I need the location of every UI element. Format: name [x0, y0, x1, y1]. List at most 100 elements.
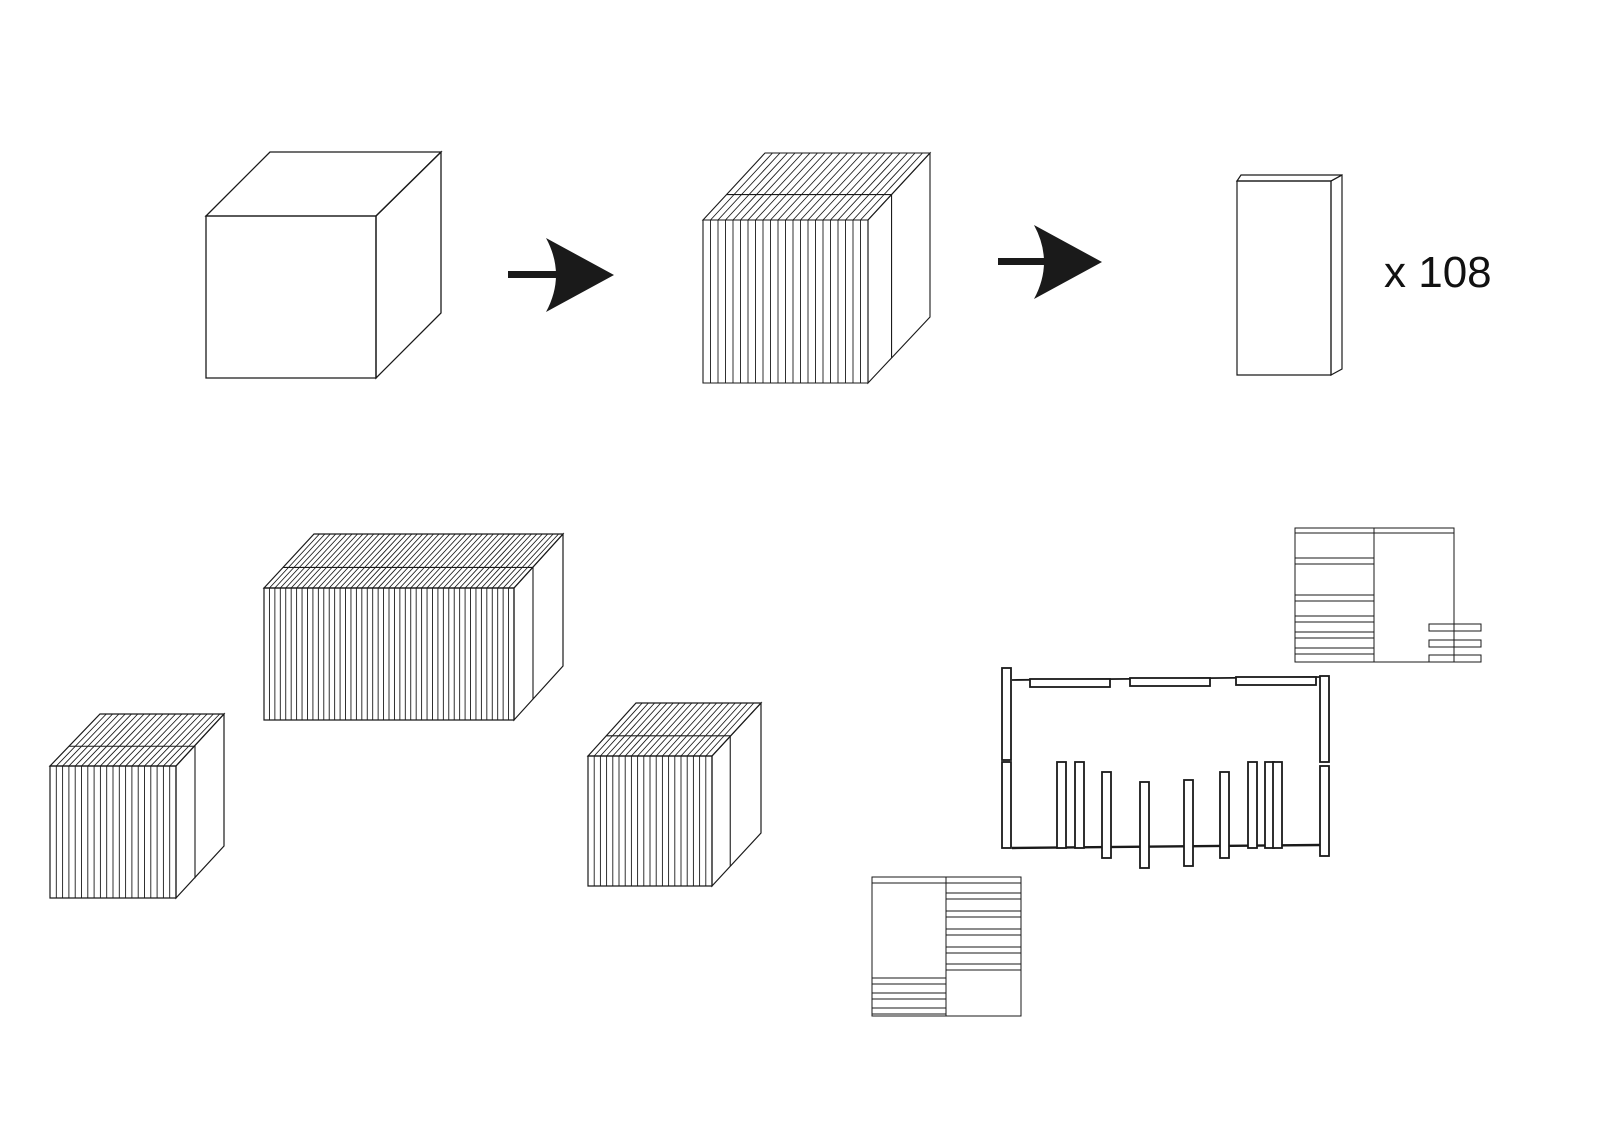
slice-line	[830, 152, 893, 221]
slice-line	[662, 702, 711, 757]
slice-line	[93, 713, 145, 767]
slice-line	[852, 152, 916, 221]
slice-line	[106, 713, 158, 767]
stacked-slab-block-right	[586, 701, 763, 888]
slice-line	[464, 533, 516, 589]
single-slab	[1235, 173, 1343, 377]
stacked-slab-block-left	[48, 712, 226, 900]
slice-line	[497, 533, 549, 589]
slice-line	[680, 702, 730, 757]
slice-line	[726, 193, 893, 358]
slice-line	[345, 533, 396, 589]
slice-line	[81, 713, 132, 767]
slice-line	[860, 152, 923, 221]
slice-line	[100, 713, 151, 767]
slice-line	[394, 533, 445, 589]
slice-line	[112, 713, 164, 767]
slice-line	[163, 713, 214, 767]
slice-line	[593, 702, 643, 757]
quantity-label: x 108	[1384, 248, 1492, 297]
slice-line	[269, 533, 320, 589]
slice-line	[350, 533, 402, 589]
slice-line	[837, 152, 901, 221]
slice-line	[600, 702, 649, 757]
slice-line	[807, 152, 871, 221]
slice-line	[62, 713, 113, 767]
slice-line	[334, 533, 385, 589]
slice-line	[87, 713, 139, 767]
slice-line	[643, 702, 693, 757]
slice-line	[747, 152, 811, 221]
slice-line	[410, 533, 462, 589]
slice-line	[290, 533, 342, 589]
slice-line	[377, 533, 429, 589]
slice-line	[339, 533, 391, 589]
slice-line	[307, 533, 358, 589]
slice-line	[125, 713, 176, 767]
slice-line	[637, 702, 686, 757]
slice-line	[388, 533, 440, 589]
slice-line	[486, 533, 538, 589]
slice-line	[481, 533, 532, 589]
slice-line	[631, 702, 680, 757]
slice-line	[356, 533, 407, 589]
slice-line	[508, 533, 559, 589]
slice-line	[328, 533, 380, 589]
slice-line	[770, 152, 833, 221]
slice-line	[705, 702, 755, 757]
slice-line	[421, 533, 472, 589]
slice-line	[693, 702, 742, 757]
slice-line	[655, 702, 705, 757]
slice-line	[624, 702, 674, 757]
slice-line	[69, 745, 196, 879]
slice-line	[131, 713, 183, 767]
slice-line	[432, 533, 483, 589]
sliced-block	[701, 151, 932, 385]
stacked-slab-block-center	[262, 532, 565, 722]
slice-line	[674, 702, 724, 757]
slice-line	[274, 533, 326, 589]
slice-line	[372, 533, 424, 589]
slice-line	[74, 713, 126, 767]
slice-line	[283, 566, 534, 700]
slice-line	[399, 533, 451, 589]
slice-line	[762, 152, 826, 221]
slice-line	[649, 702, 699, 757]
slice-line	[792, 152, 856, 221]
slice-line	[717, 152, 781, 221]
wall-assembly-plan	[1001, 667, 1330, 869]
slice-line	[426, 533, 478, 589]
slice-line	[732, 152, 796, 221]
slice-line	[437, 533, 489, 589]
slice-line	[137, 713, 189, 767]
slice-line	[156, 713, 208, 767]
slice-line	[68, 713, 120, 767]
arrow-icon	[998, 225, 1102, 299]
slice-line	[725, 152, 788, 221]
slice-line	[169, 713, 221, 767]
slice-line	[845, 152, 908, 221]
slice-line	[815, 152, 878, 221]
slice-line	[740, 152, 803, 221]
slice-line	[361, 533, 413, 589]
slice-line	[612, 702, 662, 757]
slice-line	[777, 152, 841, 221]
slice-line	[285, 533, 337, 589]
slice-line	[443, 533, 494, 589]
slice-line	[366, 533, 418, 589]
slice-line	[448, 533, 500, 589]
slice-line	[710, 152, 773, 221]
slice-line	[470, 533, 521, 589]
frame-detail-upper-right	[1294, 527, 1482, 663]
slice-line	[323, 533, 375, 589]
slice-line	[301, 533, 353, 589]
slice-line	[502, 533, 554, 589]
slice-line	[296, 533, 347, 589]
slice-line	[475, 533, 527, 589]
slice-line	[606, 702, 655, 757]
slice-line	[618, 702, 668, 757]
slice-line	[800, 152, 863, 221]
slice-line	[668, 702, 717, 757]
slice-line	[755, 152, 818, 221]
